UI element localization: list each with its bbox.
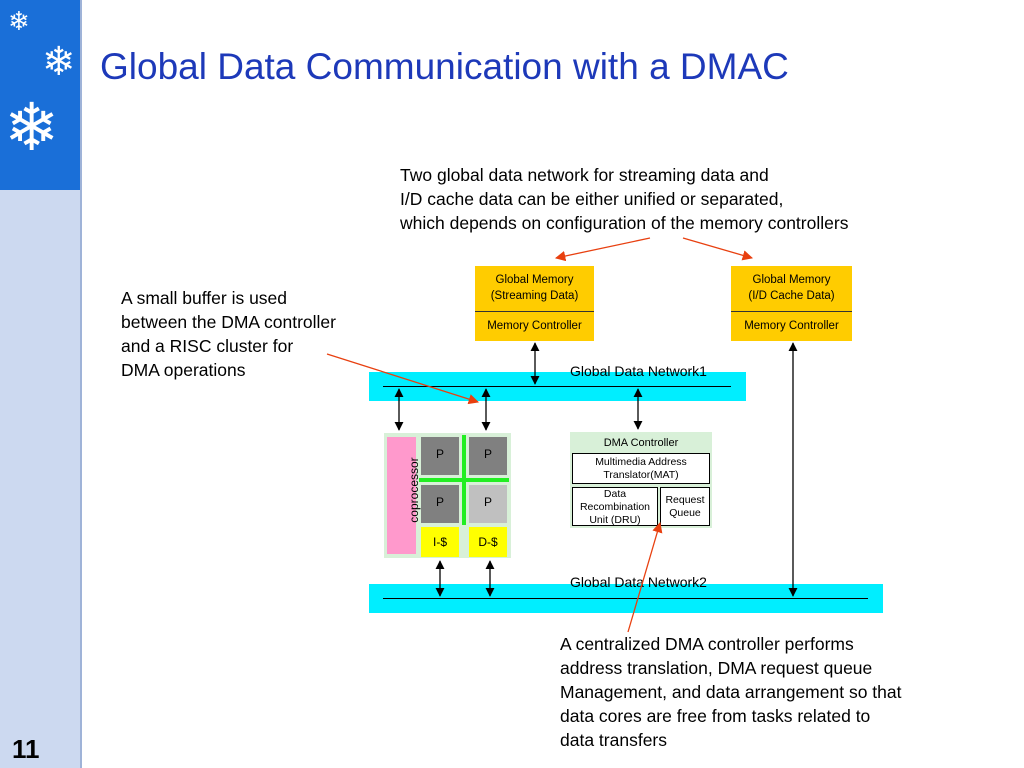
network-1-label: Global Data Network1 [570, 363, 707, 379]
cluster-interconnect-vertical [462, 435, 466, 525]
memory-divider [475, 311, 594, 312]
left-note-line: between the DMA controller [121, 312, 336, 332]
coprocessor-block [387, 437, 416, 554]
bottom-note-line: data cores are free from tasks related t… [560, 706, 871, 726]
left-note: A small buffer is used between the DMA c… [121, 286, 336, 382]
callout-arrow-streaming [554, 237, 651, 262]
page-number: 11 [12, 734, 40, 764]
request-queue-block: Request Queue [660, 487, 710, 526]
top-note-line: I/D cache data can be either unified or … [400, 189, 784, 209]
memory-controller-label: Memory Controller [744, 320, 839, 332]
processor-core: P [421, 485, 459, 523]
left-note-line: and a RISC cluster for [121, 336, 294, 356]
top-note-line: which depends on configuration of the me… [400, 213, 849, 233]
left-note-line: DMA operations [121, 360, 246, 380]
global-memory-streaming: Global Memory (Streaming Data) Memory Co… [475, 266, 594, 341]
core-label: P [483, 447, 492, 461]
dma-controller-title: DMA Controller [603, 437, 679, 449]
processor-core: P [469, 485, 507, 523]
callout-arrow-buffer [326, 353, 479, 405]
bottom-note-line: Management, and data arrangement so that [560, 682, 902, 702]
top-note: Two global data network for streaming da… [400, 163, 848, 235]
memory-controller-label: Memory Controller [487, 320, 582, 332]
dru-block: Data Recombination Unit (DRU) [572, 487, 658, 526]
queue-label: Request [665, 494, 705, 506]
callout-arrow-cache [682, 237, 753, 261]
dru-label: Unit (DRU) [589, 514, 641, 526]
mat-block: Multimedia Address Translator(MAT) [572, 453, 710, 484]
snowflake-icon: ❄ [8, 6, 30, 36]
memory-label: Global Memory [495, 274, 574, 286]
top-note-line: Two global data network for streaming da… [400, 165, 769, 185]
mat-label: Multimedia Address [595, 456, 687, 468]
core-label: P [483, 495, 492, 509]
global-memory-cache: Global Memory (I/D Cache Data) Memory Co… [731, 266, 852, 341]
network-2-label: Global Data Network2 [570, 574, 707, 590]
sidebar-header-block [0, 0, 82, 190]
processor-core: P [469, 437, 507, 475]
queue-label: Queue [669, 507, 701, 519]
sidebar-divider [80, 0, 82, 768]
bottom-note-line: address translation, DMA request queue [560, 658, 873, 678]
processor-core: P [421, 437, 459, 475]
network-2-line [383, 598, 868, 599]
memory-divider [731, 311, 852, 312]
icache-block: I-$ [421, 527, 459, 557]
bottom-note: A centralized DMA controller performs ad… [560, 632, 901, 752]
memory-label: (I/D Cache Data) [748, 290, 835, 302]
callout-arrow-dma [627, 522, 663, 633]
left-note-line: A small buffer is used [121, 288, 288, 308]
dma-controller: DMA Controller Multimedia Address Transl… [570, 432, 712, 528]
snowflake-icon: ❄ [4, 90, 60, 164]
mat-label: Translator(MAT) [603, 469, 679, 481]
risc-cluster: coprocessor P P P P I-$ D-$ [384, 433, 511, 558]
bottom-note-line: data transfers [560, 730, 667, 750]
memory-label: Global Memory [752, 274, 831, 286]
dru-label: Recombination [579, 501, 651, 513]
core-label: P [435, 447, 444, 461]
memory-label: (Streaming Data) [490, 290, 579, 302]
bottom-note-line: A centralized DMA controller performs [560, 634, 854, 654]
dru-label: Data [603, 488, 627, 500]
snowflake-icon: ❄ [42, 40, 76, 84]
page-title: Global Data Communication with a DMAC [100, 46, 789, 87]
dcache-block: D-$ [469, 527, 507, 557]
network-1-line [383, 386, 731, 387]
core-label: P [435, 495, 444, 509]
